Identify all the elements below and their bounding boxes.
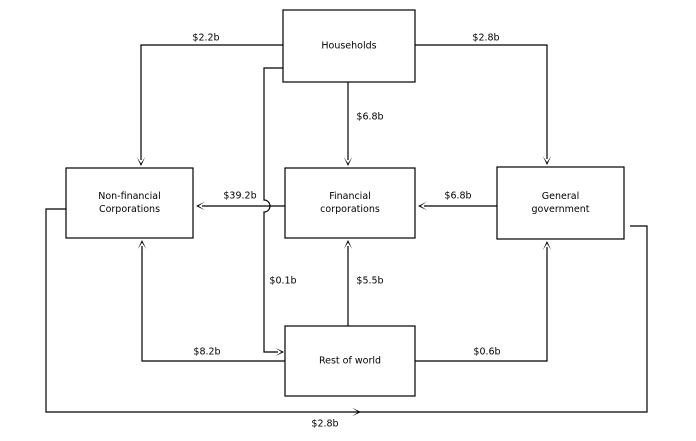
- flow-gg-to-fc: [418, 201, 497, 211]
- arrowhead-row-to-nfc: [137, 240, 147, 249]
- node-box-nonfinancial[interactable]: [65, 167, 194, 239]
- flow-hh-to-row: [263, 67, 284, 357]
- flow-line-hh-to-nfc: [140, 44, 283, 160]
- flow-line-hh-to-gg: [415, 44, 548, 159]
- node-restofworld[interactable]: Rest of world: [284, 325, 416, 397]
- node-box-financial[interactable]: [284, 167, 416, 239]
- node-box-restofworld[interactable]: [284, 325, 416, 397]
- arrowhead-fc-to-nfc: [196, 201, 205, 211]
- flow-fc-to-nfc: [196, 201, 285, 211]
- node-box-government[interactable]: [496, 166, 625, 240]
- flow-hh-to-nfc: [136, 44, 283, 166]
- node-label-government: government: [532, 204, 590, 215]
- arrowhead-hh-to-gg: [542, 156, 552, 165]
- flow-line-hh-to-row: [263, 67, 283, 353]
- node-label-nonfinancial: Non-financial: [98, 191, 161, 202]
- node-label-financial: corporations: [320, 204, 380, 215]
- flow-nfc-to-gg: [45, 208, 648, 417]
- flow-label-fc-to-nfc: $39.2b: [223, 191, 256, 202]
- node-label-nonfinancial: Corporations: [99, 204, 160, 215]
- flow-label-gg-to-fc: $6.8b: [444, 191, 471, 202]
- node-label-government: General: [542, 191, 579, 202]
- arrowhead-nfc-to-gg: [352, 407, 361, 417]
- arrowhead-row-to-gg: [542, 241, 552, 250]
- flow-row-to-fc: [343, 240, 353, 326]
- node-financial[interactable]: Financial corporations: [284, 167, 416, 239]
- flow-labels-layer: $2.2b $2.8b $6.8b $39.2b $6.8b $0.1b $5.5b $8.2…: [192, 33, 500, 430]
- flow-label-hh-to-fc: $6.8b: [356, 112, 383, 123]
- flow-row-to-gg: [415, 241, 552, 362]
- flow-line-row-to-nfc: [141, 246, 285, 362]
- flow-label-hh-to-nfc: $2.2b: [192, 33, 219, 44]
- flow-row-to-nfc: [137, 240, 285, 362]
- node-government[interactable]: General government: [496, 166, 625, 240]
- arrowhead-row-to-fc: [343, 240, 353, 249]
- node-households[interactable]: Households: [282, 9, 416, 83]
- flow-line-row-to-gg: [415, 247, 548, 362]
- arrowhead-hh-to-fc: [343, 157, 353, 166]
- flow-label-row-to-fc: $5.5b: [356, 276, 383, 287]
- node-label-restofworld: Rest of world: [319, 356, 381, 367]
- flows-layer: [45, 44, 648, 417]
- node-box-households[interactable]: [282, 9, 416, 83]
- flow-line-nfc-to-gg: [45, 208, 648, 413]
- arrowhead-hh-to-nfc: [136, 157, 146, 166]
- node-label-financial: Financial: [329, 191, 371, 202]
- flow-label-row-to-gg: $0.6b: [473, 347, 500, 358]
- flow-label-hh-to-gg: $2.8b: [472, 33, 499, 44]
- flow-hh-to-gg: [415, 44, 552, 165]
- flow-label-nfc-to-gg: $2.8b: [311, 419, 338, 430]
- flow-label-hh-to-row: $0.1b: [269, 276, 296, 287]
- flow-hh-to-fc: [343, 82, 353, 166]
- arrowhead-hh-to-row: [275, 347, 284, 357]
- arrowhead-gg-to-fc: [418, 201, 427, 211]
- flow-label-row-to-nfc: $8.2b: [193, 347, 220, 358]
- node-label-households: Households: [321, 41, 376, 52]
